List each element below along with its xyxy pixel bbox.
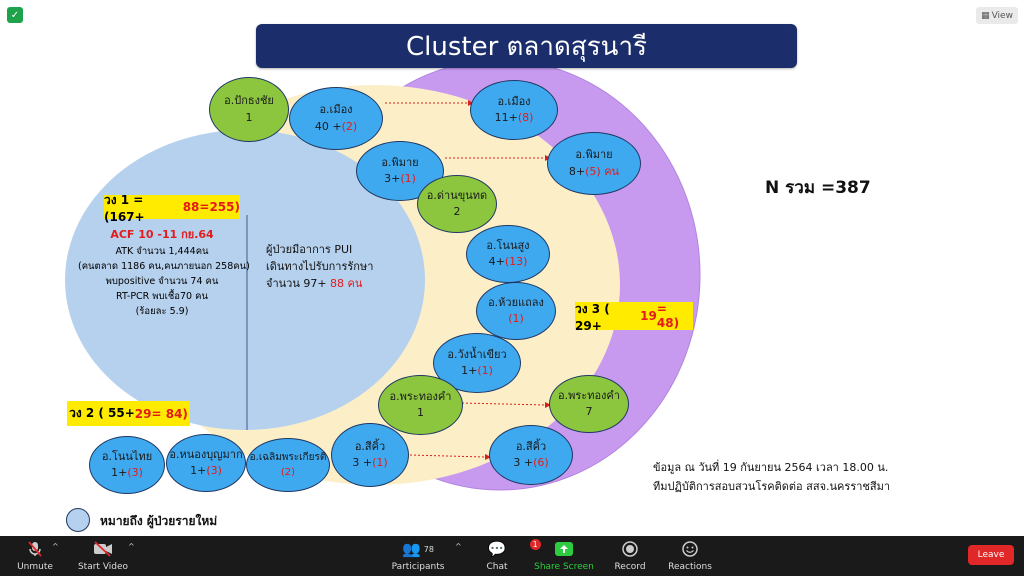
meeting-toolbar: Unmute ^ Start Video ^ 👥 78 Participants…	[0, 536, 1024, 576]
record-icon	[622, 538, 638, 560]
share-screen-icon	[555, 538, 573, 560]
view-button[interactable]: ▦ View	[976, 7, 1018, 24]
acf-info: ACF 10 -11 กย.64 ATK จำนวน 1,444คน (คนตล…	[78, 226, 250, 320]
acf-rtpcr: RT-PCR พบเชื้อ70 คน	[116, 291, 208, 303]
view-grid-icon: ▦	[981, 10, 990, 21]
acf-positive: พบpositive จำนวน 74 คน	[105, 275, 219, 287]
slide-title: Cluster ตลาดสุรนารี	[256, 24, 797, 68]
participants-button[interactable]: 👥 78 Participants	[391, 540, 445, 572]
node-chaloemphrakiat: อ.เฉลิมพระเกียรติ(2)	[246, 438, 330, 492]
share-screen-button[interactable]: Share Screen	[528, 538, 600, 572]
reactions-icon	[682, 538, 698, 560]
arrow-sikhio	[409, 454, 486, 458]
legend-circle-icon	[66, 508, 90, 532]
participants-icon: 👥	[402, 540, 421, 558]
chat-button[interactable]: 💬 1 Chat	[462, 538, 541, 572]
participants-caret-icon[interactable]: ^	[455, 542, 462, 551]
chat-icon: 💬	[487, 540, 507, 558]
video-options-caret-icon[interactable]: ^	[128, 542, 135, 551]
view-button-label: View	[991, 10, 1013, 21]
total-count: N รวม =387	[765, 178, 871, 198]
record-button[interactable]: Record	[595, 538, 665, 572]
chat-badge: 1	[529, 539, 541, 550]
leave-button[interactable]: Leave	[968, 545, 1014, 565]
ring2-label: วง 2 ( 55+29= 84)	[67, 401, 190, 426]
start-video-button[interactable]: Start Video	[68, 538, 138, 572]
audio-options-caret-icon[interactable]: ^	[52, 542, 59, 551]
acf-percent: (ร้อยละ 5.9)	[135, 306, 189, 318]
node-huaithalaeng: อ.ห้วยแถลง(1)	[476, 282, 556, 340]
participants-count: 78	[423, 544, 434, 554]
acf-date: ACF 10 -11 กย.64	[110, 228, 214, 241]
acf-breakdown: (คนตลาด 1186 คน,คนภายนอก 258คน)	[78, 260, 250, 272]
video-off-icon	[93, 538, 113, 560]
unmute-button[interactable]: Unmute	[0, 538, 70, 572]
acf-atk: ATK จำนวน 1,444คน	[115, 245, 209, 257]
reactions-button[interactable]: Reactions	[655, 538, 725, 572]
arrow-phrathongkham	[461, 402, 546, 406]
legend-text: หมายถึง ผู้ป่วยรายใหม่	[100, 514, 218, 528]
data-source: ข้อมูล ณ วันที่ 19 กันยายน 2564 เวลา 18.…	[653, 461, 891, 494]
ring3-label: วง 3 ( 29+19= 48)	[575, 302, 693, 333]
muted-mic-icon	[26, 538, 44, 560]
ring1-label: วง 1 = (167+88 =255)	[104, 192, 240, 224]
shield-icon[interactable]: ✓	[7, 7, 23, 23]
pui-info: ผู้ป่วยมีอาการ PUI เดินทางไปรับการรักษา …	[266, 243, 374, 291]
shared-screen: ▦ View ✓ Cluster ตลาดสุรนารี N รวม =387 …	[7, 7, 1018, 532]
